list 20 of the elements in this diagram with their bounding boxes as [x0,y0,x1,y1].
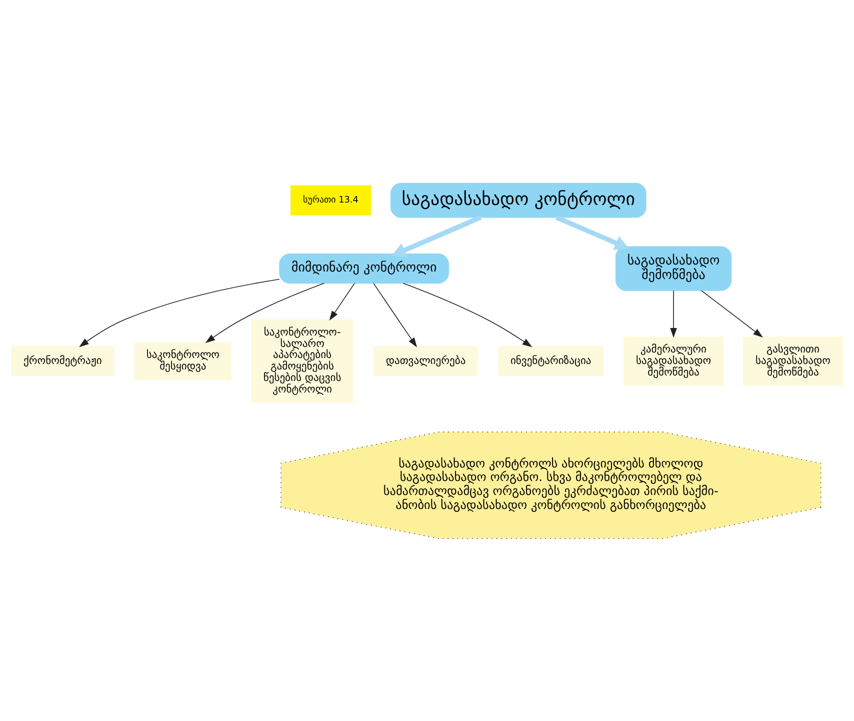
arrow [329,282,356,320]
label: სურათი 13.4 [303,195,358,206]
node-box: საგადასახადო კონტროლი [390,182,646,218]
node-box: საკონტროლო- სალარო აპარატების გამოყენების წესების დაცვის კონტროლი [251,318,354,402]
arrow [670,290,677,338]
node-box: ქრონომეტრაჟი [11,346,114,376]
arrow [373,282,417,347]
node-box: საგადასახადო შემოწმება [615,246,732,290]
arrow [402,282,532,347]
node-box: საკონტროლო შესყიდვა [134,342,232,380]
arrow [391,214,482,257]
arrow [79,278,280,347]
node-box: დათვალიერება [373,346,478,376]
node-box: ინვენტარიზაცია [498,346,604,376]
node-box: მიმდინარე კონტროლი [279,253,449,284]
node-box: კამერალური საგადასახადო შემოწმება [624,336,724,386]
arrow [701,290,763,337]
arrow [205,282,324,343]
arrow [555,214,630,250]
node-box: გასვლითი საგადასახადო შემოწმება [743,336,843,386]
